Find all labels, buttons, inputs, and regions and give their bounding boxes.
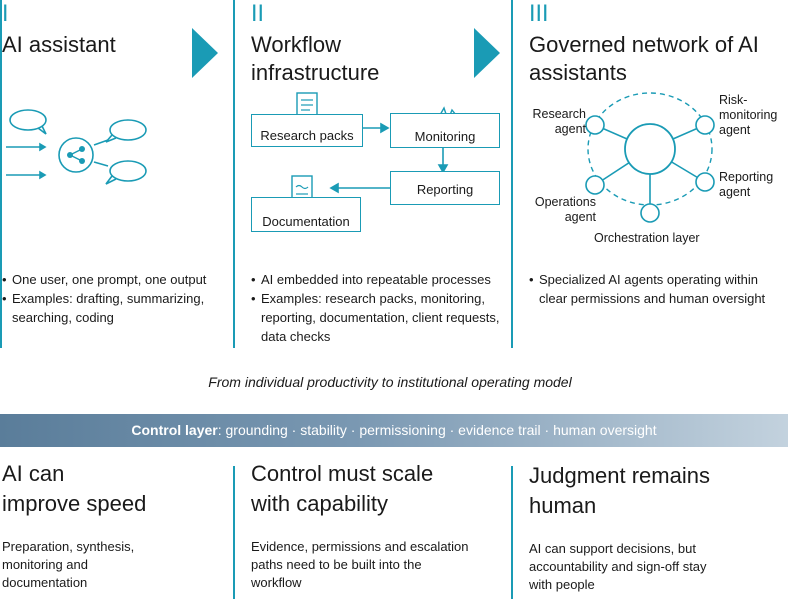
risk-monitoring-agent-label: Risk- monitoring agent (719, 93, 778, 137)
column-3-title-line1: Governed network of AI (529, 32, 759, 57)
arrow-right-icon (363, 122, 390, 134)
input-arrow-icon (6, 142, 47, 180)
ai-hub-icon (58, 137, 94, 173)
workflow-box-research-packs: Research packs (251, 114, 363, 147)
control-layer-label: Control layer (131, 422, 218, 438)
column-2-title: Workflow infrastructure (251, 31, 379, 87)
operations-agent-label: Operations agent (534, 195, 596, 224)
bottom-1-title: AI can improve speed (2, 461, 147, 516)
column-divider-2 (233, 0, 235, 348)
column-divider-3 (511, 0, 513, 348)
agent-node (585, 115, 605, 135)
workflow-box-monitoring: Monitoring (390, 113, 500, 148)
chevron-right-icon (474, 28, 500, 78)
column-3-title: Governed network of AI assistants (529, 31, 759, 87)
column-1-bullets: One user, one prompt, one output Example… (2, 270, 222, 327)
ai-assistant-diagram (6, 109, 147, 185)
arrow-left-icon (329, 182, 390, 194)
bottom-3-text: AI can support decisions, but accountabi… (529, 541, 707, 592)
list-item: Examples: research packs, monitoring, re… (251, 289, 501, 346)
chevron-right-icon (192, 28, 218, 78)
speech-bubble-icon (105, 119, 147, 185)
bottom-divider-2 (511, 466, 513, 599)
agent-node (640, 203, 660, 223)
reporting-agent-label: Reporting agent (719, 170, 774, 199)
bottom-divider-1 (233, 466, 235, 599)
control-layer-items: : grounding · stability · permissioning … (217, 422, 657, 438)
agent-node (695, 172, 715, 192)
column-2-bullets: AI embedded into repeatable processes Ex… (251, 270, 501, 346)
arrow-down-icon (437, 148, 449, 174)
speech-bubble-icon (9, 109, 47, 135)
column-1-title: AI assistant (2, 32, 116, 57)
bottom-3-title: Judgment remains human (529, 463, 710, 518)
list-item: AI embedded into repeatable processes (251, 270, 501, 289)
column-3-bullets: Specialized AI agents operating within c… (529, 270, 789, 308)
agent-node (585, 175, 605, 195)
column-3-title-line2: assistants (529, 60, 627, 85)
workflow-box-reporting: Reporting (390, 171, 500, 205)
column-2-title-line2: infrastructure (251, 60, 380, 85)
column-2-title-line1: Workflow (251, 32, 342, 57)
tagline: From individual productivity to institut… (208, 374, 572, 390)
research-agent-label: Research agent (532, 107, 587, 136)
bottom-1-text: Preparation, synthesis, monitoring and d… (2, 539, 135, 590)
bottom-2-title: Control must scale with capability (251, 461, 434, 516)
column-numeral-3: III (529, 2, 549, 27)
agent-network-diagram (585, 92, 715, 223)
list-item: One user, one prompt, one output (2, 270, 222, 289)
output-arrow-icon (93, 139, 109, 167)
bottom-2-text: Evidence, permissions and escalation pat… (251, 539, 469, 590)
list-item: Specialized AI agents operating within c… (529, 270, 789, 308)
control-layer-bar: Control layer: grounding · stability · p… (0, 414, 788, 447)
workflow-box-documentation: Documentation (251, 197, 361, 232)
list-item: Examples: drafting, summarizing, searchi… (2, 289, 222, 327)
column-divider-1 (0, 0, 2, 348)
orchestration-layer-label: Orchestration layer (594, 231, 700, 245)
agent-node (695, 115, 715, 135)
column-numeral-2: II (251, 2, 264, 27)
column-numeral-1: I (2, 2, 9, 27)
orchestrator-node (624, 123, 676, 175)
